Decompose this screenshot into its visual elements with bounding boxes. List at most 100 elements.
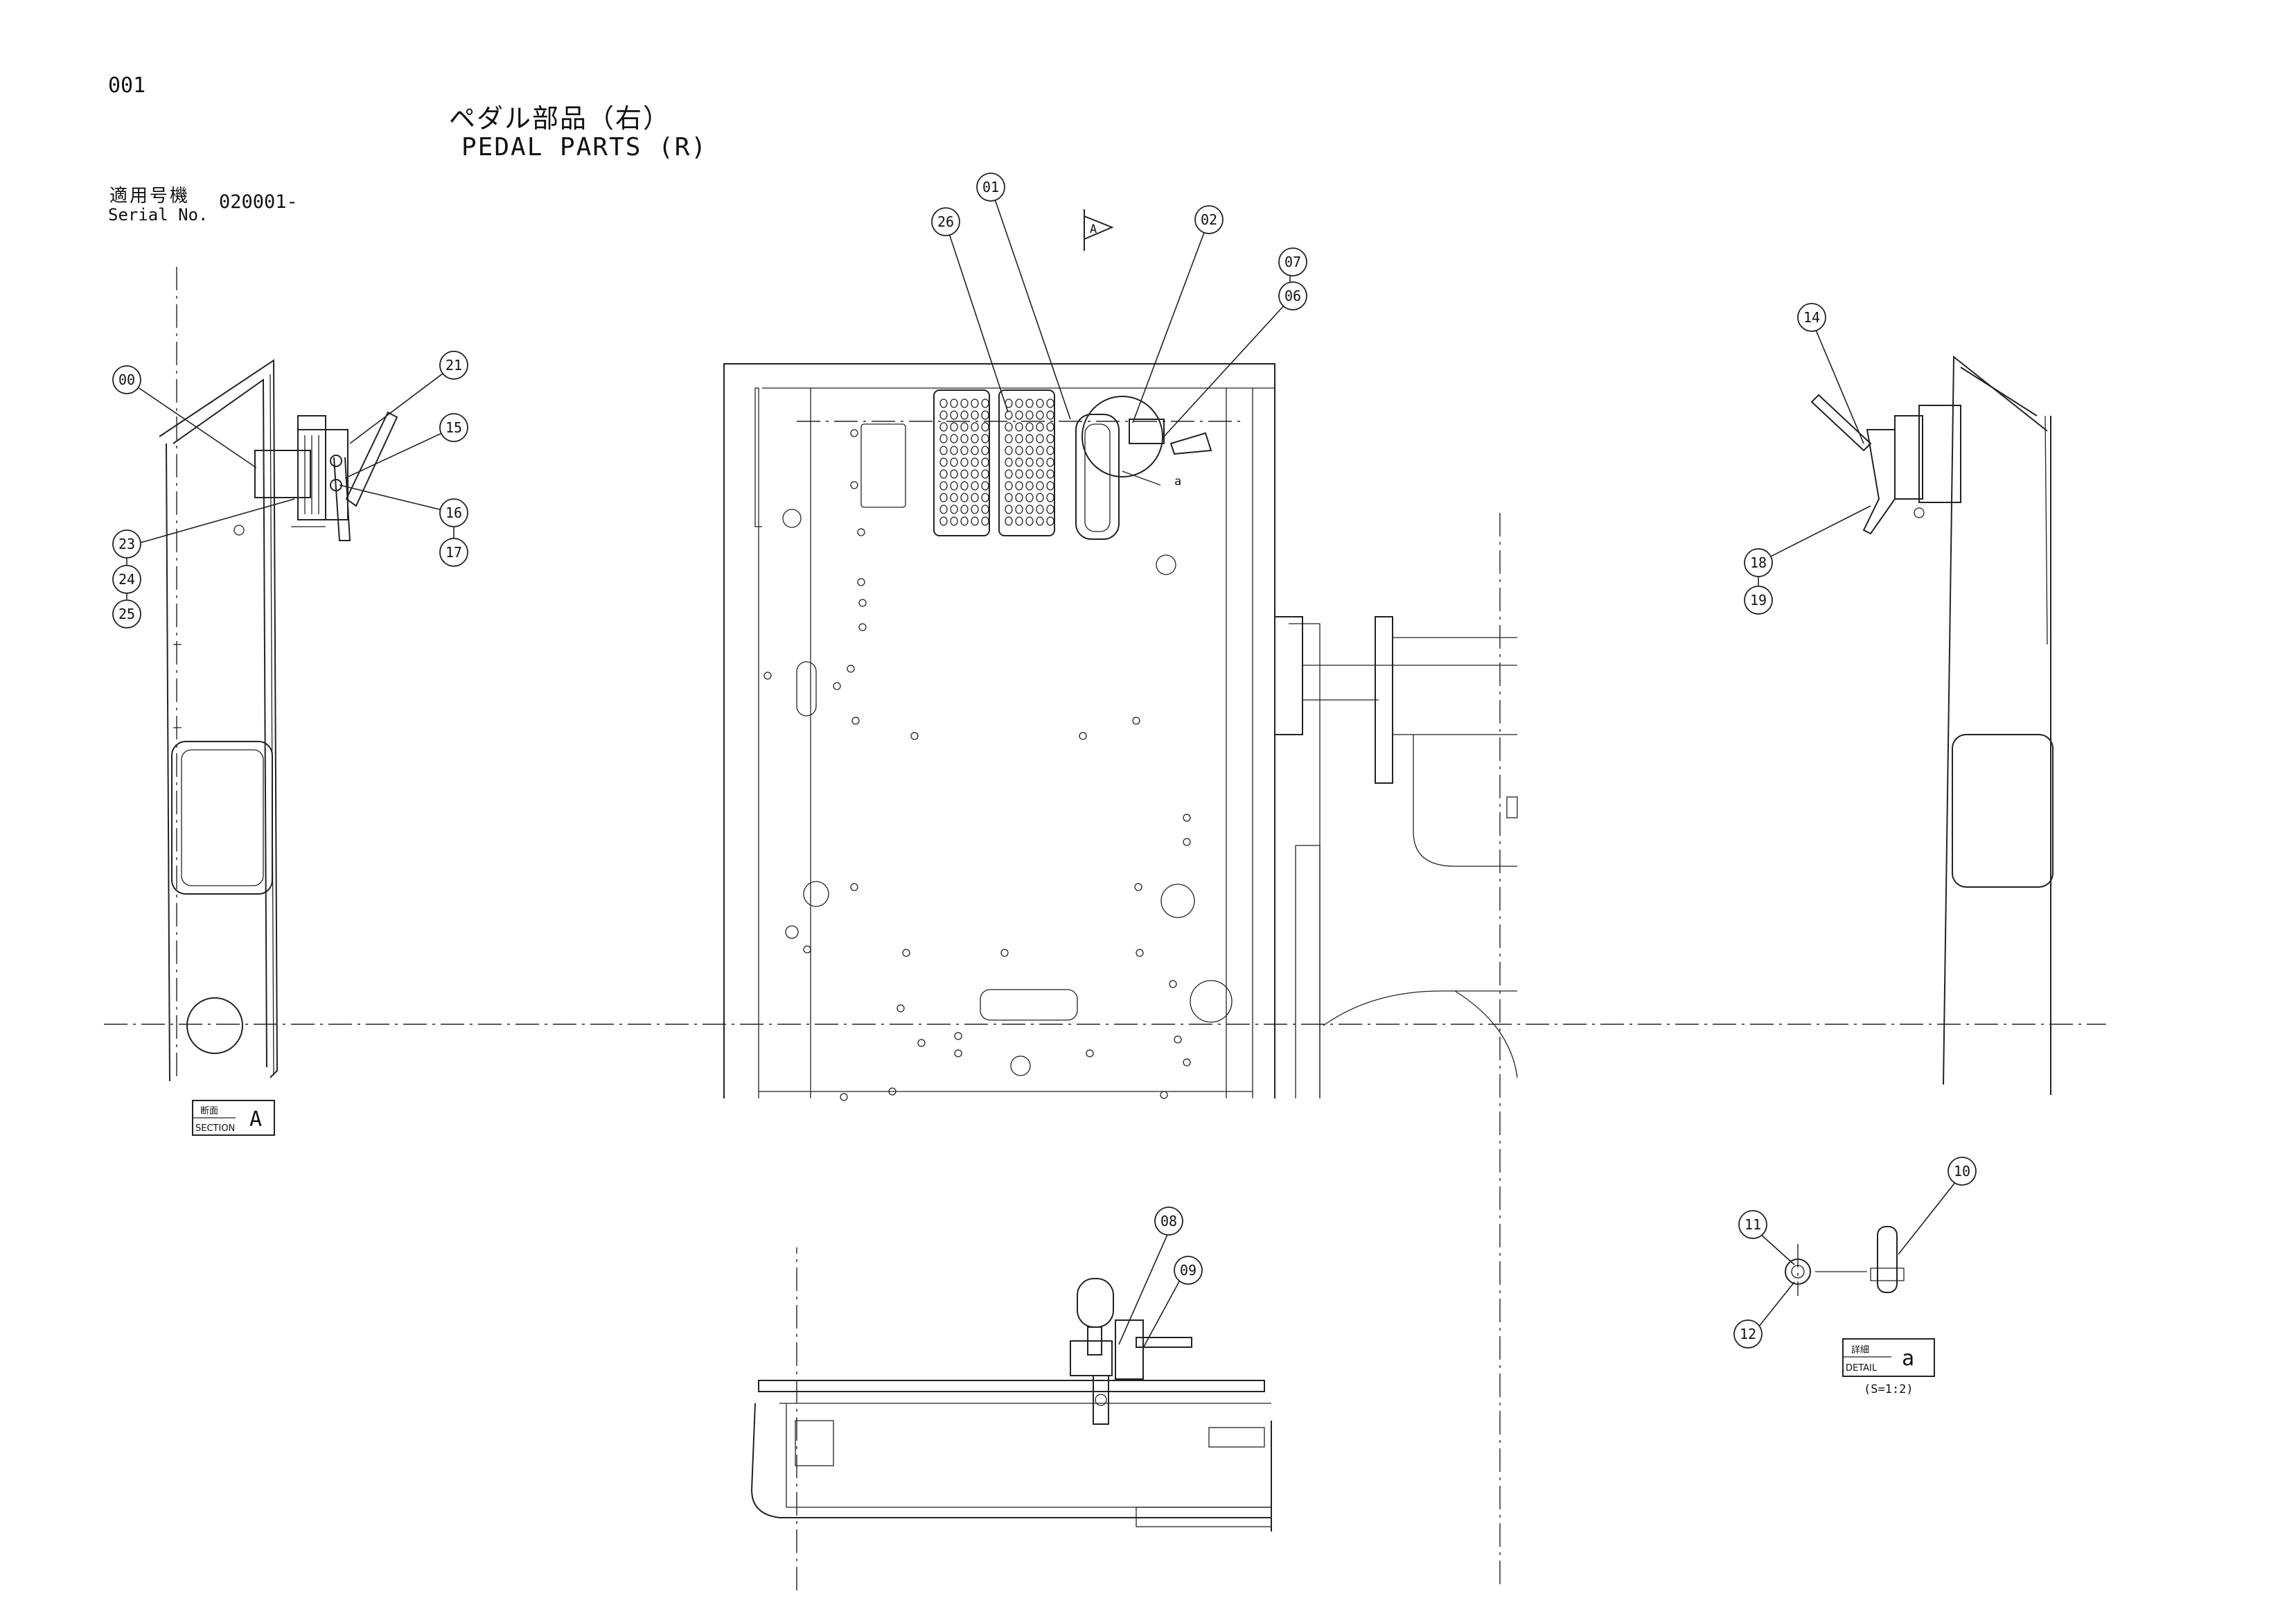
pedal-grip-hole: [1036, 516, 1044, 526]
callout-19: 19: [1744, 586, 1773, 615]
pedal-grip-hole: [1015, 457, 1023, 467]
callout-02: 02: [1194, 205, 1224, 234]
pedal-grip-hole: [950, 469, 958, 479]
pedal-grip-hole: [981, 410, 989, 420]
pedal-grip-hole: [1036, 481, 1044, 491]
serial-number-value: 020001-: [219, 191, 298, 213]
pedal-grip-hole: [950, 398, 958, 408]
pedal-grip-hole: [939, 469, 948, 479]
right-side-view: [1810, 355, 2054, 1095]
pedal-grip-hole: [971, 398, 979, 408]
svg-text:16: 16: [445, 505, 462, 521]
callout-12: 12: [1733, 1319, 1763, 1349]
pedal-grip-hole: [1046, 481, 1054, 491]
svg-text:18: 18: [1750, 554, 1767, 571]
pedal-grip-hole: [1025, 422, 1034, 432]
callout-16: 16: [439, 498, 468, 527]
callout-07: 07: [1278, 247, 1307, 277]
pedal-grip-hole: [1015, 493, 1023, 502]
svg-text:詳細: 詳細: [1851, 1344, 1869, 1356]
callout-23: 23: [112, 529, 141, 559]
section-label-box: 断面 SECTION A: [192, 1100, 275, 1136]
svg-text:14: 14: [1803, 309, 1820, 326]
svg-text:10: 10: [1954, 1163, 1970, 1179]
svg-text:21: 21: [445, 357, 462, 374]
pedal-grip-hole: [1025, 481, 1034, 491]
pedal-grip-hole: [950, 481, 958, 491]
pedal-grip-hole: [1036, 422, 1044, 432]
pedal-grip-hole: [960, 422, 969, 432]
pedal-grip-hole: [1005, 469, 1013, 479]
pedal-grip-hole: [939, 481, 948, 491]
pedal-grip-hole: [1005, 516, 1013, 526]
callout-06: 06: [1278, 281, 1307, 310]
pedal-grip-hole: [1046, 469, 1054, 479]
pedal-grip-hole: [939, 410, 948, 420]
pedal-grip-hole: [971, 434, 979, 444]
callout-09: 09: [1174, 1256, 1203, 1285]
pedal-grip-hole: [1015, 422, 1023, 432]
pedal-grip-hole: [1015, 410, 1023, 420]
pedal-grip-hole: [1046, 398, 1054, 408]
pedal-grip-hole: [1015, 446, 1023, 455]
callout-00: 00: [112, 365, 141, 394]
pedal-grip-hole: [1046, 516, 1054, 526]
pedal-grip-hole: [1015, 398, 1023, 408]
pedal-grip-hole: [939, 446, 948, 455]
page-number: 001: [108, 73, 146, 98]
pedal-grip-hole: [1005, 493, 1013, 502]
view-arrow-a: A: [1084, 209, 1114, 251]
title-english: PEDAL PARTS (R): [461, 133, 708, 161]
centerlines: [104, 267, 2106, 1590]
svg-text:25: 25: [118, 606, 135, 622]
pedal-grip-hole: [950, 410, 958, 420]
pedal-grip-hole: [950, 446, 958, 455]
pedal-grip-hole: [981, 446, 989, 455]
svg-text:26: 26: [937, 213, 954, 230]
pedal-grip-hole: [1046, 505, 1054, 514]
svg-text:02: 02: [1201, 211, 1217, 228]
pedals: a: [933, 389, 1212, 540]
svg-text:19: 19: [1750, 592, 1767, 608]
pedal-grip-hole: [1036, 410, 1044, 420]
pedal-grip-hole: [960, 481, 969, 491]
floor-plate-elevation: [750, 1278, 1272, 1532]
floor-plate-plan-view: [723, 363, 1275, 1098]
pedal-grip-hole: [981, 481, 989, 491]
callout-21: 21: [439, 351, 468, 380]
pedal-grip-hole: [960, 434, 969, 444]
svg-text:23: 23: [118, 536, 135, 552]
pedal-grip-hole: [950, 493, 958, 502]
pedal-grip-hole: [1036, 457, 1044, 467]
frame-side-detail: [1275, 616, 1518, 1098]
pedal-grip-hole: [1025, 457, 1034, 467]
pedal-grip-hole: [939, 493, 948, 502]
svg-text:a: a: [1174, 475, 1181, 489]
callout-25: 25: [112, 599, 141, 629]
pedal-grip-hole: [1046, 446, 1054, 455]
pedal-grip-hole: [950, 422, 958, 432]
pedal-grip-hole: [960, 457, 969, 467]
svg-text:08: 08: [1160, 1213, 1177, 1229]
pedal-grip-hole: [1046, 457, 1054, 467]
pedal-grip-hole: [1046, 493, 1054, 502]
detail-label-box: 詳細 DETAIL a (S=1:2): [1842, 1338, 1935, 1396]
pedal-grip-hole: [939, 505, 948, 514]
pedal-grip-hole: [981, 422, 989, 432]
pedal-grip-hole: [960, 398, 969, 408]
pedal-grip-hole: [1015, 469, 1023, 479]
pedal-grip-hole: [960, 493, 969, 502]
pedal-grip-hole: [971, 505, 979, 514]
serial-label-japanese: 適用号機: [109, 186, 191, 207]
pedal-grip-holes: [939, 398, 1054, 526]
svg-text:12: 12: [1740, 1326, 1756, 1342]
pedal-grip-hole: [1036, 505, 1044, 514]
pedal-grip-hole: [971, 422, 979, 432]
pedal-grip-hole: [1005, 457, 1013, 467]
pedal-grip-hole: [971, 446, 979, 455]
pedal-grip-hole: [1025, 469, 1034, 479]
pedal-grip-hole: [1036, 493, 1044, 502]
pedal-grip-hole: [981, 398, 989, 408]
leader-lines: [126, 186, 1959, 1349]
svg-text:24: 24: [118, 571, 135, 588]
